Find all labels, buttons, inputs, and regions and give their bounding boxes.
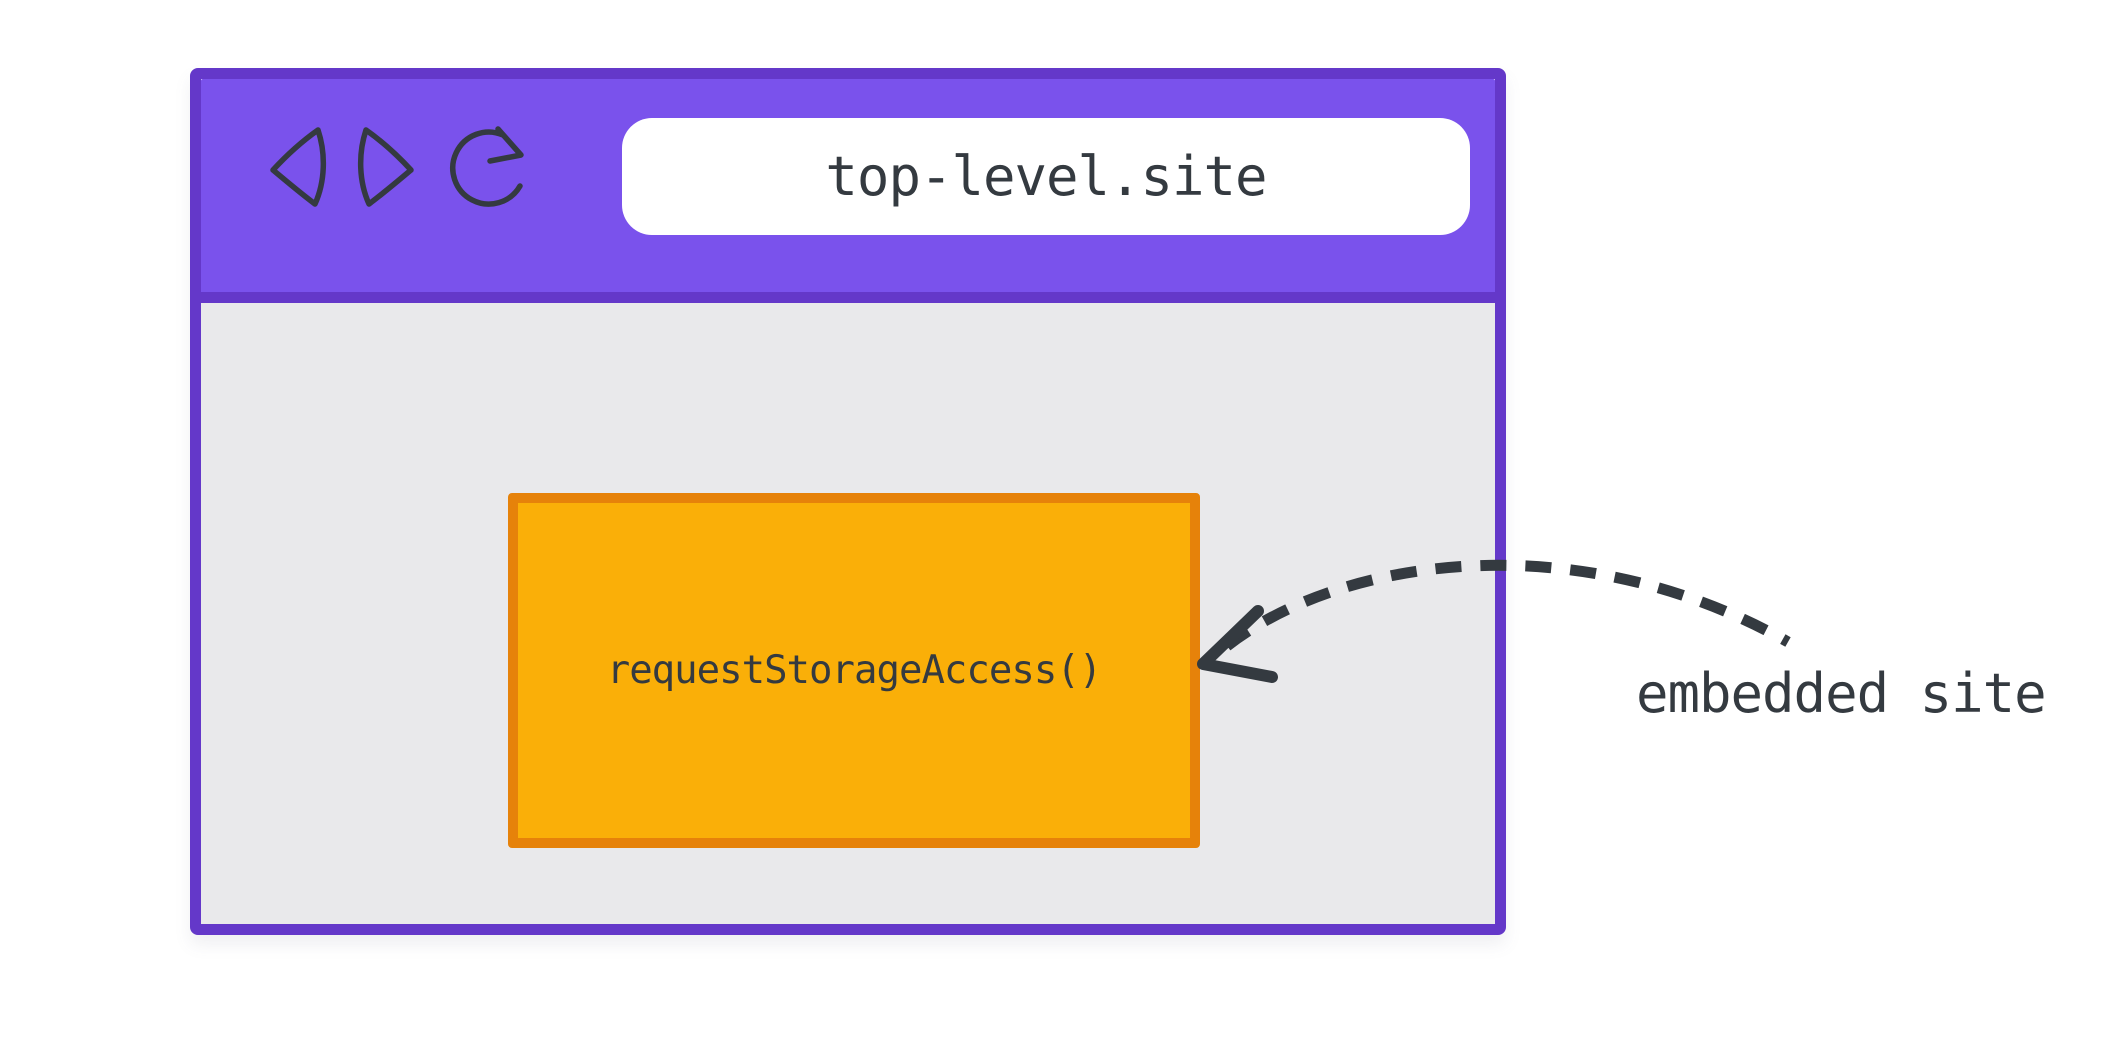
annotation-label: embedded site xyxy=(1636,662,2047,725)
embedded-frame-label: requestStorageAccess() xyxy=(606,648,1103,693)
address-bar[interactable]: top-level.site xyxy=(622,118,1470,235)
browser-toolbar: top-level.site xyxy=(201,79,1495,303)
embedded-frame: requestStorageAccess() xyxy=(508,493,1200,848)
browser-window: top-level.site xyxy=(190,68,1506,935)
forward-icon[interactable] xyxy=(357,126,415,210)
nav-icons xyxy=(269,125,531,211)
reload-icon[interactable] xyxy=(445,125,531,211)
back-icon[interactable] xyxy=(269,126,327,210)
address-bar-url: top-level.site xyxy=(825,145,1267,208)
